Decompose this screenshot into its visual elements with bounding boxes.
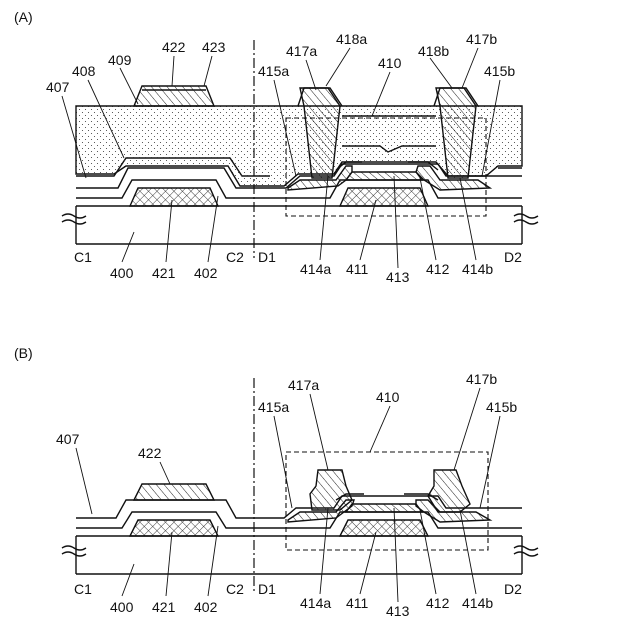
label-414a-b: 414a [300, 595, 331, 611]
label-d1-b: D1 [258, 581, 276, 597]
label-422-b: 422 [138, 445, 162, 461]
panel-label-a: (A) [14, 9, 33, 25]
label-413: 413 [386, 269, 410, 285]
label-417b-b: 417b [466, 371, 497, 387]
electrode-421 [130, 188, 218, 206]
label-417b: 417b [466, 31, 497, 47]
electrode-422 [134, 86, 214, 106]
label-400: 400 [110, 265, 134, 281]
label-400-b: 400 [110, 599, 134, 615]
label-407: 407 [46, 79, 70, 95]
label-c1: C1 [74, 249, 92, 265]
panel-b: (B) 407 422 417a 410 417b 415a [14, 345, 538, 619]
label-402: 402 [194, 265, 218, 281]
label-415b-b: 415b [486, 399, 517, 415]
break-mark-right-b [514, 546, 538, 556]
label-418a: 418a [336, 31, 367, 47]
label-d1: D1 [258, 249, 276, 265]
electrode-422-b [134, 484, 214, 500]
label-409: 409 [108, 52, 132, 68]
label-402-b: 402 [194, 599, 218, 615]
label-414a: 414a [300, 261, 331, 277]
label-411: 411 [346, 261, 369, 277]
substrate-b [76, 536, 522, 574]
label-410-b: 410 [376, 389, 400, 405]
label-415b: 415b [484, 63, 515, 79]
label-421-b: 421 [152, 599, 176, 615]
label-408: 408 [72, 63, 96, 79]
break-mark-left [62, 214, 86, 224]
electrode-421-b [130, 520, 218, 536]
semiconductor-413 [346, 172, 422, 180]
label-d2-b: D2 [504, 581, 522, 597]
label-c1-b: C1 [74, 581, 92, 597]
break-mark-right [514, 214, 538, 224]
label-422: 422 [162, 39, 186, 55]
label-415a: 415a [258, 63, 289, 79]
contact-417a-b [310, 470, 352, 510]
label-414b: 414b [462, 261, 493, 277]
panel-a: (A) [14, 9, 538, 285]
label-421: 421 [152, 265, 176, 281]
label-417a-b: 417a [288, 377, 319, 393]
label-c2-b: C2 [226, 581, 244, 597]
label-423: 423 [202, 39, 226, 55]
break-mark-left-b [62, 546, 86, 556]
electrode-411 [340, 188, 428, 206]
label-410: 410 [378, 55, 402, 71]
contact-417b-b [428, 470, 470, 512]
label-412: 412 [426, 261, 450, 277]
label-415a-b: 415a [258, 399, 289, 415]
label-417a: 417a [286, 43, 317, 59]
panel-label-b: (B) [14, 345, 33, 361]
label-407-b: 407 [56, 431, 80, 447]
label-418b: 418b [418, 43, 449, 59]
label-411-b: 411 [346, 595, 369, 611]
semiconductor-413-b [346, 504, 422, 512]
label-414b-b: 414b [462, 595, 493, 611]
electrode-411-b [340, 520, 428, 536]
label-412-b: 412 [426, 595, 450, 611]
label-d2: D2 [504, 249, 522, 265]
label-c2: C2 [226, 249, 244, 265]
label-413-b: 413 [386, 603, 410, 619]
